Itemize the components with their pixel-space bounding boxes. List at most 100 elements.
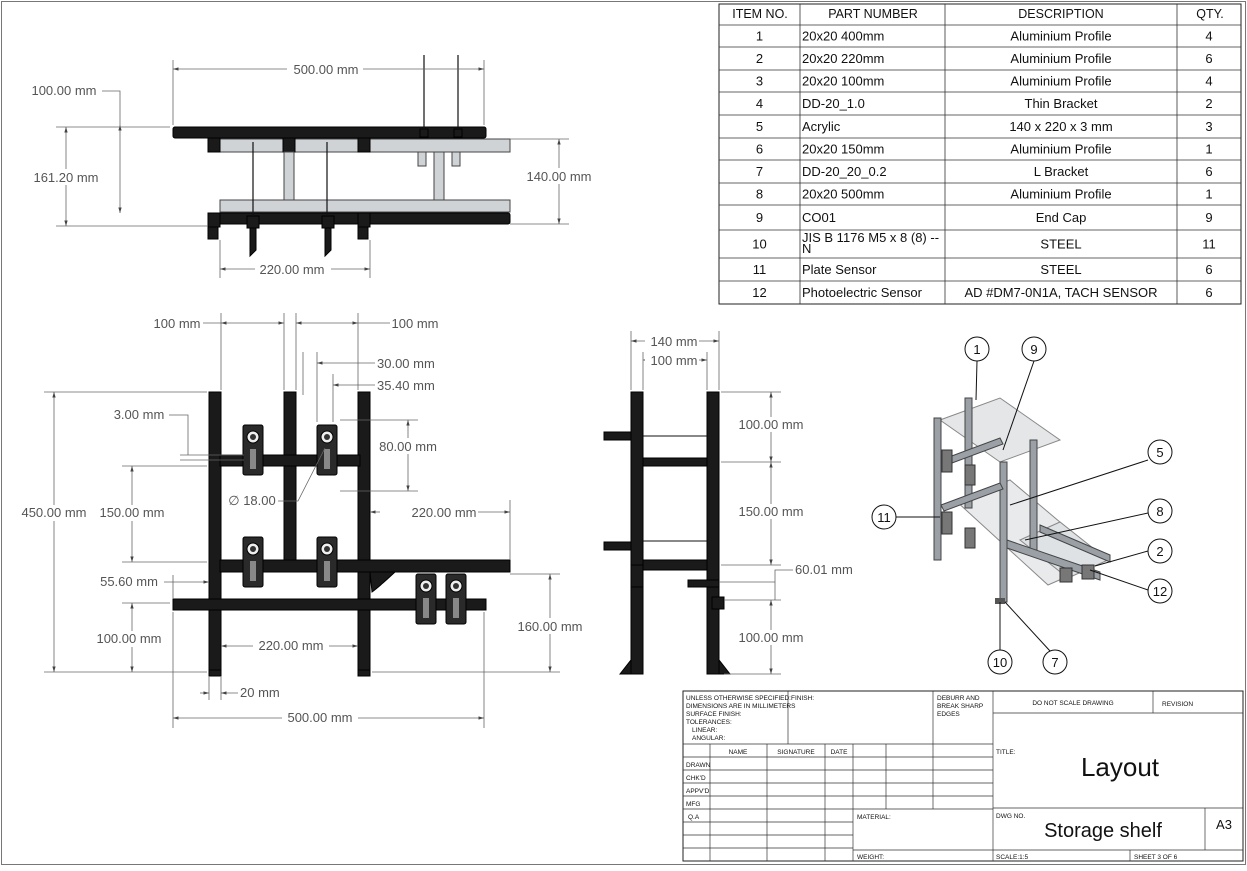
bom-cell-r9-c1: 9 [756, 210, 763, 225]
tb-deburr-1: BREAK SHARP [937, 703, 983, 710]
top-dim-220: 220.00 mm [259, 262, 324, 277]
side-dim-150: 150.00 mm [738, 504, 803, 519]
side-view: 140 mm 100 mm 100.00 mm 150.00 mm 60.01 … [603, 331, 853, 675]
tb-col-date: DATE [831, 749, 849, 756]
balloon-label: 7 [1051, 655, 1058, 670]
top-view: 500.00 mm 100.00 mm 161.20 mm 140.00 mm … [28, 55, 597, 278]
front-dim-80: 80.00 mm [379, 439, 437, 454]
front-dim-diameter: ∅ 18.00 [228, 493, 275, 508]
bom-cell-r4-c4: 2 [1205, 96, 1212, 111]
tb-row-qa: Q.A [688, 814, 700, 821]
side-dim-100-upper: 100.00 mm [738, 417, 803, 432]
balloon-5: 5 [1147, 439, 1173, 465]
bom-cell-r3-c4: 4 [1205, 74, 1212, 89]
tb-revision: REVISION [1162, 701, 1193, 708]
side-dim-100-lower: 100.00 mm [738, 630, 803, 645]
front-dim-100: 100.00 mm [96, 631, 161, 646]
bom-header-part: PART NUMBER [828, 7, 918, 21]
side-dim-140: 140 mm [651, 334, 698, 349]
bom-cell-r3-c2: 20x20 100mm [802, 74, 884, 89]
tb-do-not-scale: DO NOT SCALE DRAWING [1032, 700, 1113, 707]
front-dim-220-inner: 220.00 mm [258, 638, 323, 653]
front-dim-100-left: 100 mm [154, 316, 201, 331]
bom-cell-r8-c3: Aluminium Profile [1010, 187, 1111, 202]
bom-cell-r8-c1: 8 [756, 187, 763, 202]
bom-cell-r6-c3: Aluminium Profile [1010, 142, 1111, 157]
front-dim-150: 150.00 mm [99, 505, 164, 520]
front-dim-35: 35.40 mm [377, 378, 435, 393]
bom-cell-r3-c1: 3 [756, 74, 763, 89]
tb-note-3: TOLERANCES: [686, 719, 732, 726]
bom-cell-r3-c3: Aluminium Profile [1010, 74, 1111, 89]
tb-deburr-2: EDGES [937, 711, 960, 718]
front-dim-450: 450.00 mm [21, 505, 86, 520]
tb-deburr-0: DEBURR AND [937, 695, 980, 702]
tb-row-appvd: APPV'D [686, 788, 710, 795]
sensor-plate [445, 573, 467, 625]
bom-cell-r2-c3: Aluminium Profile [1010, 51, 1111, 66]
balloon-7: 7 [1042, 649, 1068, 675]
front-dim-55: 55.60 mm [100, 574, 158, 589]
balloon-1: 1 [964, 336, 990, 362]
bom-cell-r2-c1: 2 [756, 51, 763, 66]
bom-cell-r8-c4: 1 [1205, 187, 1212, 202]
tb-dwg-no-label: DWG NO. [996, 813, 1025, 820]
bom-cell-r11-c3: STEEL [1040, 262, 1081, 277]
tb-scale: SCALE:1:5 [996, 854, 1029, 861]
balloon-10: 10 [987, 649, 1013, 675]
title-block: UNLESS OTHERWISE SPECIFIED: DIMENSIONS A… [682, 690, 1244, 862]
sensor-plate [415, 573, 437, 625]
bom-header-item: ITEM NO. [732, 7, 788, 21]
bom-cell-r9-c2: CO01 [802, 210, 836, 225]
tb-size: A3 [1216, 817, 1232, 832]
bom-cell-r10-c2-continued: N [802, 241, 811, 256]
bom-cell-r12-c1: 12 [752, 285, 766, 300]
bom-cell-r9-c3: End Cap [1036, 210, 1087, 225]
bom-cell-r11-c4: 6 [1205, 262, 1212, 277]
bom-cell-r7-c2: DD-20_20_0.2 [802, 164, 887, 179]
balloon-8: 8 [1147, 498, 1173, 524]
tb-dwg-no: Storage shelf [1044, 820, 1162, 842]
balloon-label: 8 [1156, 504, 1163, 519]
tb-col-name: NAME [729, 749, 748, 756]
tb-title-label: TITLE: [996, 749, 1016, 756]
tb-col-signature: SIGNATURE [777, 749, 815, 756]
tb-row-chkd: CHK'D [686, 775, 706, 782]
bom-cell-r1-c3: Aluminium Profile [1010, 29, 1111, 44]
balloon-label: 12 [1153, 584, 1167, 599]
bom-cell-r5-c3: 140 x 220 x 3 mm [1009, 119, 1112, 134]
balloon-12: 12 [1147, 578, 1173, 604]
tb-note-5: ANGULAR: [692, 735, 725, 742]
bom-cell-r6-c2: 20x20 150mm [802, 142, 884, 157]
bom-cell-r1-c2: 20x20 400mm [802, 29, 884, 44]
bom-header-description: DESCRIPTION [1018, 7, 1103, 21]
bom-cell-r4-c2: DD-20_1.0 [802, 96, 865, 111]
front-dim-500: 500.00 mm [287, 710, 352, 725]
bom-cell-r11-c1: 11 [753, 262, 767, 277]
tb-finish: FINISH: [791, 695, 814, 702]
tb-note-4: LINEAR: [692, 727, 717, 734]
tb-row-drawn: DRAWN [686, 762, 711, 769]
side-dim-100-top: 100 mm [651, 353, 698, 368]
front-dim-20: 20 mm [240, 685, 280, 700]
bom-cell-r10-c3: STEEL [1040, 237, 1081, 252]
sensor-plate [242, 424, 264, 476]
bom-cell-r10-c1: 10 [752, 237, 766, 252]
bom-cell-r10-c4: 11 [1202, 237, 1216, 252]
bom-cell-r4-c3: Thin Bracket [1025, 96, 1098, 111]
bom-cell-r2-c2: 20x20 220mm [802, 51, 884, 66]
front-dim-3: 3.00 mm [114, 407, 165, 422]
tb-note-2: SURFACE FINISH: [686, 711, 742, 718]
bom-cell-r12-c2: Photoelectric Sensor [802, 285, 923, 300]
balloon-9: 9 [1021, 336, 1047, 362]
sensor-plate [316, 536, 338, 588]
front-dim-30: 30.00 mm [377, 356, 435, 371]
bom-cell-r7-c3: L Bracket [1034, 164, 1089, 179]
tb-weight: WEIGHT: [857, 854, 884, 861]
bom-cell-r6-c1: 6 [756, 142, 763, 157]
